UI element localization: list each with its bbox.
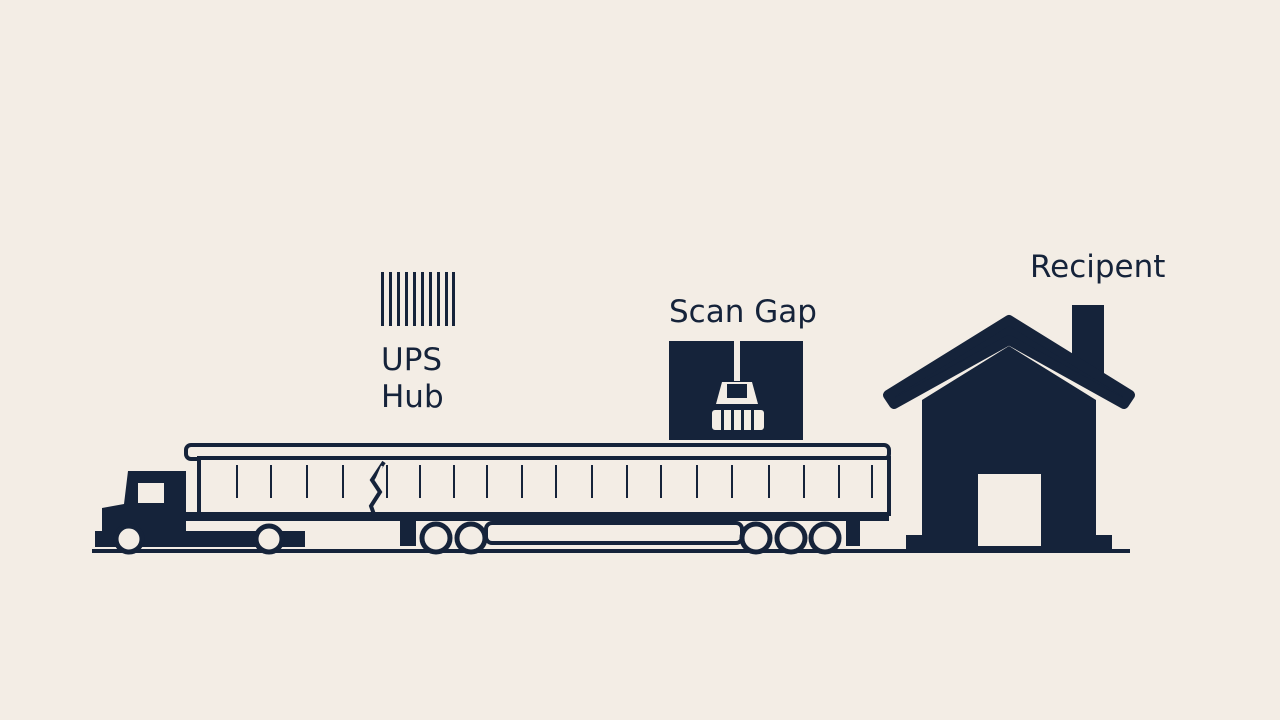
house-icon xyxy=(883,305,1135,551)
recipient-label: Recipent xyxy=(1030,249,1166,285)
hub-label-line2: Hub xyxy=(381,379,444,415)
scan-gap-label: Scan Gap xyxy=(669,294,817,330)
barcode-icon xyxy=(381,272,455,326)
hub-label-line1: UPS xyxy=(381,342,443,378)
scanner-icon xyxy=(669,341,803,440)
hub-label: UPS Hub xyxy=(381,342,444,416)
truck-icon xyxy=(92,443,1130,555)
